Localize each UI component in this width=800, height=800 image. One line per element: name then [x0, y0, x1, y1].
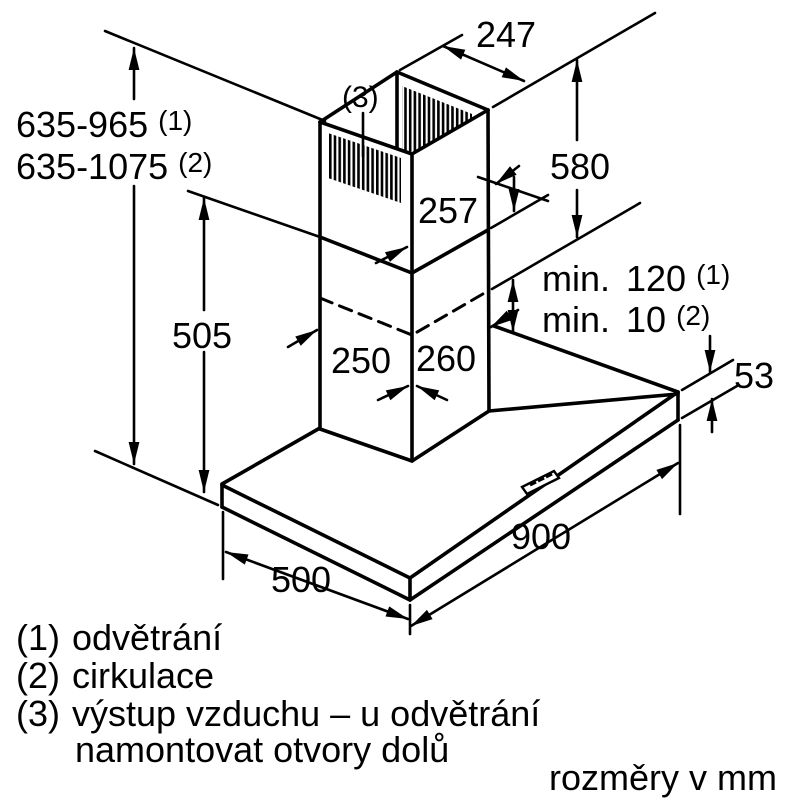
legend-text: odvětrání	[72, 617, 223, 658]
legend-item-3-line2: namontovat otvory dolů	[75, 729, 450, 770]
dim-value: min. 10	[542, 299, 667, 340]
dim-upper-chimney-visible: 257	[418, 190, 479, 231]
dim-chimney-top-depth: 247	[476, 14, 537, 55]
legend-item-1: (1) odvětrání	[16, 619, 222, 657]
dim-total-height-recirculation: 635-1075 (2)	[16, 148, 212, 186]
dim-total-height-vented: 635-965 (1)	[16, 106, 192, 144]
dimension-lines	[93, 11, 739, 636]
flue-hidden-edge	[318, 289, 490, 337]
dim-lower-chimney-height: 505	[172, 315, 233, 356]
vent-grilles	[328, 86, 472, 203]
dim-min-clearance-recirculation: min. 10 (2)	[542, 301, 710, 339]
dim-chimney-width: 250	[331, 340, 392, 381]
callout-air-outlet: (3)	[342, 81, 379, 114]
control-panel	[520, 469, 561, 496]
legend-ref: (2)	[16, 655, 60, 696]
legend-text: výstup vzduchu – u odvětrání	[72, 693, 541, 734]
flue-base-edge	[318, 409, 491, 463]
dim-value: 635-1075	[16, 146, 169, 187]
ref-mark: (2)	[178, 147, 213, 178]
dim-chimney-depth: 260	[416, 338, 477, 379]
legend-ref: (1)	[16, 617, 60, 658]
dim-canopy-width: 900	[511, 516, 572, 557]
chimney-flue	[318, 70, 491, 463]
dim-min-clearance-vented: min. 120 (1)	[542, 260, 730, 298]
vent-grille-left	[328, 133, 401, 203]
legend-text: cirkulace	[72, 655, 215, 696]
dim-value: min. 120	[542, 258, 687, 299]
flue-joint-edge	[318, 228, 490, 275]
ref-mark: (2)	[676, 300, 711, 331]
vent-grille-inner	[402, 86, 472, 152]
dim-value: 635-965	[16, 104, 149, 145]
legend-item-3: (3) výstup vzduchu – u odvětrání	[16, 695, 540, 733]
ref-mark: (1)	[696, 259, 731, 290]
ref-mark: (1)	[158, 105, 193, 136]
dim-canopy-thickness: 53	[734, 355, 775, 396]
units-note: rozměry v mm	[549, 757, 777, 798]
dim-canopy-depth: 500	[271, 559, 332, 600]
legend-item-2: (2) cirkulace	[16, 657, 214, 695]
dim-upper-chimney-height: 580	[550, 146, 611, 187]
legend-ref: (3)	[16, 693, 60, 734]
